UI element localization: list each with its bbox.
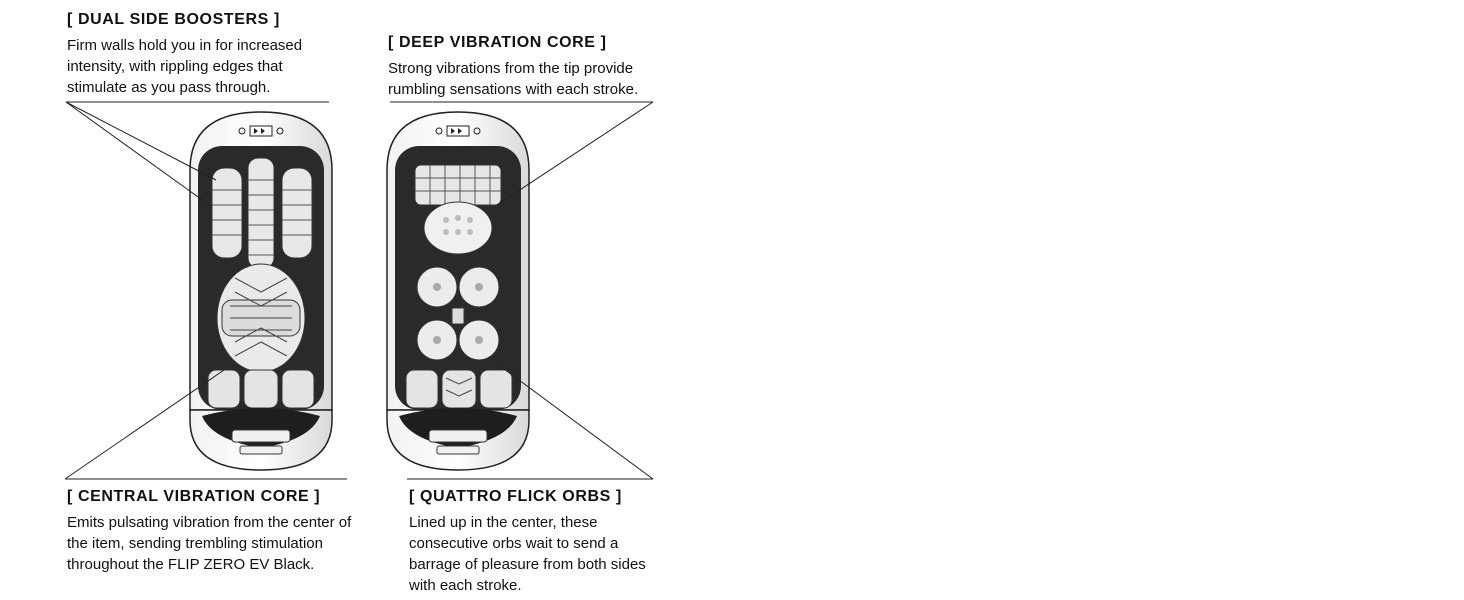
left-device-illustration: [189, 111, 333, 471]
leader-deep-vibration-core: [390, 101, 654, 206]
leader-dual-side-boosters: [65, 101, 329, 208]
callout-title: [ DEEP VIBRATION CORE ]: [388, 34, 607, 51]
callout-description: Lined up in the center, these consecutiv…: [409, 514, 646, 594]
callout-title: [ QUATTRO FLICK ORBS ]: [409, 488, 622, 505]
callout-description: Firm walls hold you in for increased int…: [67, 37, 303, 96]
callout-title: [ CENTRAL VIBRATION CORE ]: [67, 488, 321, 505]
leader-quattro-flick-orbs: [407, 365, 654, 480]
callout-dual-side-boosters: [ DUAL SIDE BOOSTERS ] Firm walls hold y…: [67, 11, 327, 98]
callout-description: Strong vibrations from the tip provide r…: [388, 60, 639, 98]
callout-central-vibration-core: [ CENTRAL VIBRATION CORE ] Emits pulsati…: [67, 488, 352, 575]
callout-quattro-flick-orbs: [ QUATTRO FLICK ORBS ] Lined up in the c…: [409, 488, 659, 596]
leader-central-vibration-core: [64, 369, 347, 480]
callout-deep-vibration-core: [ DEEP VIBRATION CORE ] Strong vibration…: [388, 34, 658, 100]
callout-description: Emits pulsating vibration from the cente…: [67, 514, 352, 573]
right-device-illustration: [386, 111, 530, 471]
callout-title: [ DUAL SIDE BOOSTERS ]: [67, 11, 280, 28]
